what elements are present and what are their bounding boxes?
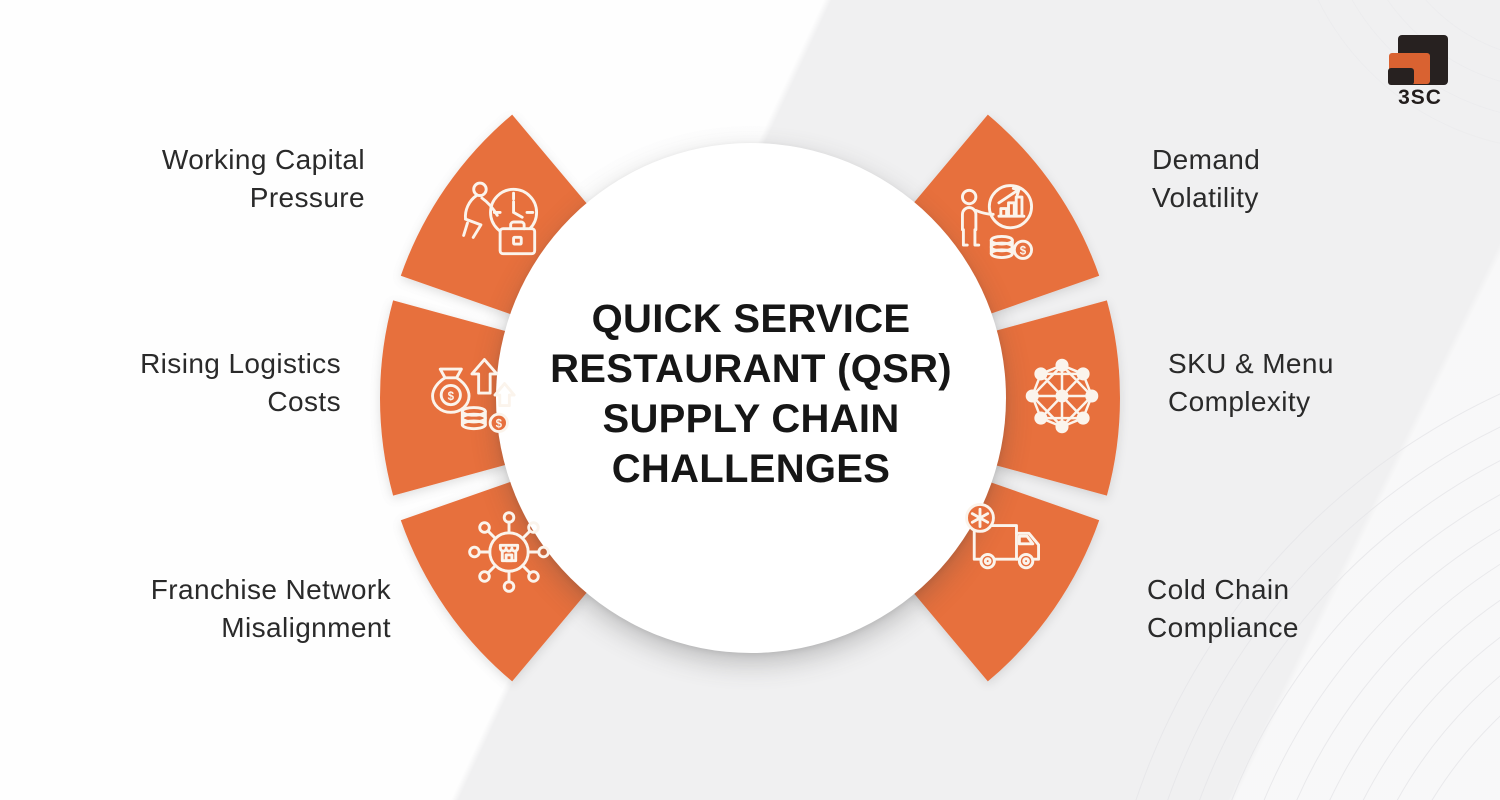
- cold-chain-truck-icon: [956, 492, 1052, 588]
- label-working-capital-pressure: Working Capital Pressure: [161, 144, 365, 213]
- money-growth-icon: $ $: [422, 348, 518, 444]
- arc-segment-rising-logistics-costs: [380, 300, 509, 496]
- center-circle: [496, 143, 1006, 653]
- label-cold-chain-compliance: Cold Chain Compliance: [1147, 574, 1299, 643]
- label-demand-volatility: Demand Volatility: [1152, 144, 1261, 213]
- arc-segment-franchise-network-misalignment: [400, 480, 590, 682]
- label-sku-menu-complexity: SKU & Menu Complexity: [1168, 348, 1334, 417]
- arc-segment-working-capital-pressure: [400, 114, 590, 316]
- label-franchise-network-misalignment: Franchise Network Misalignment: [150, 574, 391, 643]
- logo-text: 3SC: [1398, 86, 1442, 109]
- clock-pressure-icon: [455, 174, 551, 270]
- 3sc-logo: 3SC: [1380, 30, 1460, 115]
- network-mesh-icon: [1014, 348, 1110, 444]
- franchise-network-icon: [461, 504, 557, 600]
- demand-chart-icon: $: [949, 174, 1045, 270]
- page-title: QUICK SERVICE RESTAURANT (QSR) SUPPLY CH…: [550, 297, 952, 491]
- svg-text:$: $: [1020, 246, 1027, 258]
- arc-segment-cold-chain-compliance: [910, 480, 1100, 682]
- svg-text:$: $: [496, 419, 503, 431]
- label-rising-logistics-costs: Rising Logistics Costs: [140, 348, 341, 417]
- svg-text:$: $: [448, 391, 455, 403]
- logo-square-dark-small: [1388, 68, 1414, 85]
- arc-segment-sku-menu-complexity: [991, 300, 1120, 496]
